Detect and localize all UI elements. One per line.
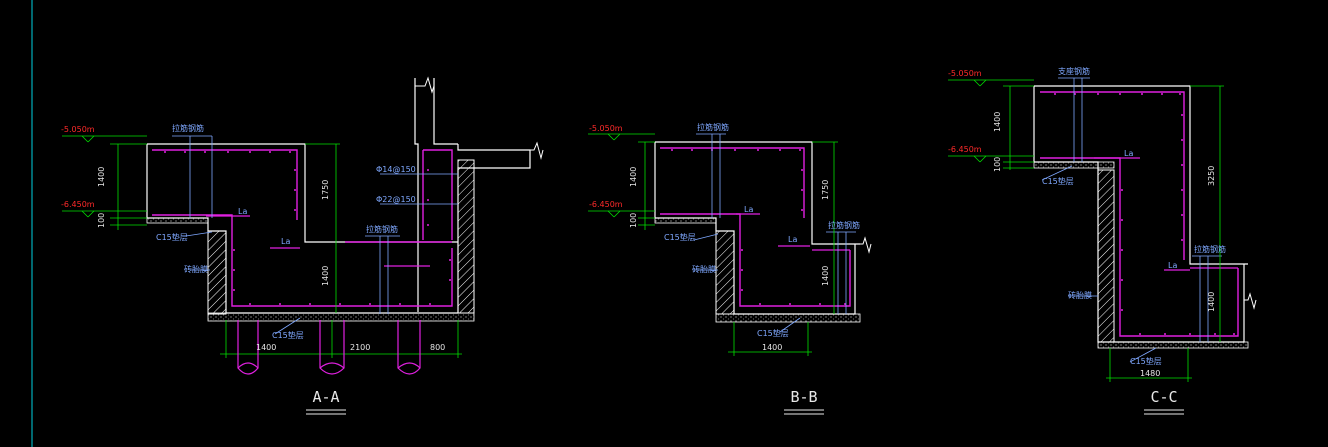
elevation-top-b: -5.050m — [589, 124, 623, 133]
concrete-a: C15垫层 — [156, 232, 188, 242]
la-b-2: La — [788, 235, 797, 244]
section-title-c: C-C — [1150, 388, 1177, 406]
la-c-1: La — [1124, 149, 1133, 158]
rebar-label-a: 拉筋钢筋 — [172, 123, 204, 133]
la-b-1: La — [744, 205, 753, 214]
rebar-label-c-2: 拉筋钢筋 — [1194, 244, 1226, 254]
dim-cushion-a: 100 — [97, 213, 106, 228]
spec-a-1: Φ14@150 — [376, 165, 416, 174]
section-title-b: B-B — [790, 388, 817, 406]
elevation-top-a: -5.050m — [61, 125, 95, 134]
section-c: -5.050m -6.450m 1400 100 3250 1400 支座钢筋 … — [948, 66, 1257, 415]
dim-height-c: 1400 — [993, 112, 1002, 132]
section-a: -5.050m -6.450m 1400 100 1750 1400 拉筋钢筋 … — [61, 76, 544, 415]
dim-depth-c: 3250 — [1207, 166, 1216, 186]
section-title-a: A-A — [312, 388, 339, 406]
la-a-2: La — [281, 237, 290, 246]
dim-lower-b: 1400 — [821, 266, 830, 286]
concrete-c-bottom: C15垫层 — [1130, 356, 1162, 366]
rebar-label-c: 支座钢筋 — [1058, 66, 1090, 76]
rebar-label-b: 拉筋钢筋 — [697, 122, 729, 132]
dim-height-b: 1400 — [629, 167, 638, 187]
rebar-label-a-2: 拉筋钢筋 — [366, 224, 398, 234]
dim-lower-c: 1400 — [1207, 292, 1216, 312]
dim-width-a-3: 800 — [430, 343, 445, 352]
spec-a-2: Φ22@150 — [376, 195, 416, 204]
dim-lower-a: 1400 — [321, 266, 330, 286]
elevation-bottom-c: -6.450m — [948, 145, 982, 154]
wall-c: 砖胎膜 — [1068, 290, 1092, 300]
la-a-1: La — [238, 207, 247, 216]
dim-height-a: 1400 — [97, 167, 106, 187]
dim-depth-b: 1750 — [821, 180, 830, 200]
wall-b: 砖胎膜 — [692, 264, 716, 274]
elevation-top-c: -5.050m — [948, 69, 982, 78]
dim-cushion-b: 100 — [629, 213, 638, 228]
dim-width-c-1: 1480 — [1140, 369, 1160, 378]
dim-depth-a: 1750 — [321, 180, 330, 200]
concrete-b: C15垫层 — [664, 232, 696, 242]
elevation-bottom-b: -6.450m — [589, 200, 623, 209]
concrete-c: C15垫层 — [1042, 176, 1074, 186]
la-c-2: La — [1168, 261, 1177, 270]
dim-width-b-1: 1400 — [762, 343, 782, 352]
elevation-bottom-a: -6.450m — [61, 200, 95, 209]
rebar-label-b-2: 拉筋钢筋 — [828, 220, 860, 230]
dim-width-a-2: 2100 — [350, 343, 370, 352]
section-b: -5.050m -6.450m 1400 100 1750 1400 拉筋钢筋 … — [588, 122, 872, 415]
wall-a: 砖胎膜 — [184, 264, 208, 274]
dim-cushion-c: 100 — [993, 157, 1002, 172]
dim-width-a-1: 1400 — [256, 343, 276, 352]
concrete-a-bottom: C15垫层 — [272, 330, 304, 340]
concrete-b-bottom: C15垫层 — [757, 328, 789, 338]
